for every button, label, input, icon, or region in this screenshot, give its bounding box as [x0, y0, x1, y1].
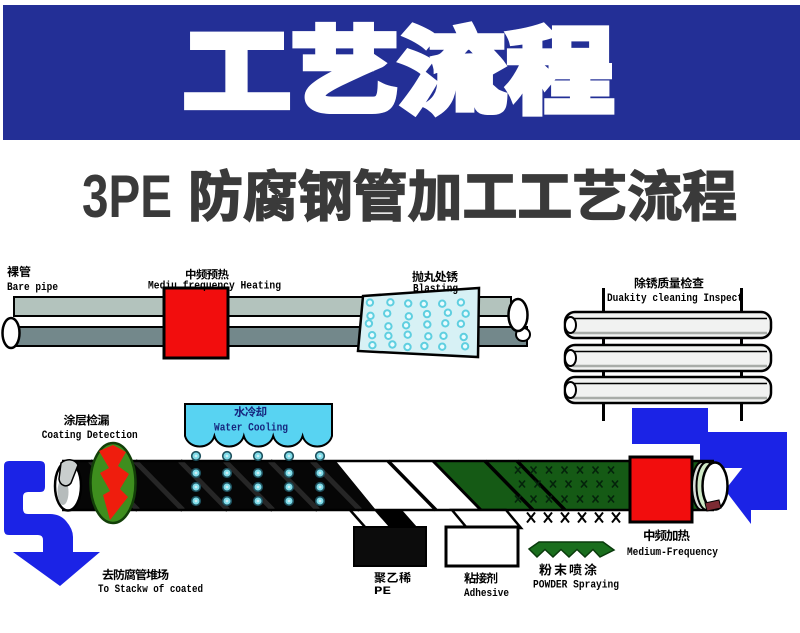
svg-text:To Stackw of coated: To Stackw of coated	[98, 584, 203, 596]
svg-text:中频预热: 中频预热	[185, 267, 230, 283]
svg-text:Duakity cleaning Inspect: Duakity cleaning Inspect	[607, 293, 743, 305]
svg-text:Bare pipe: Bare pipe	[7, 282, 58, 294]
svg-text:粉末喷涂: 粉末喷涂	[539, 560, 597, 579]
svg-text:中频加热: 中频加热	[643, 525, 690, 544]
svg-text:抛丸处锈: 抛丸处锈	[412, 268, 458, 285]
svg-text:裸管: 裸管	[7, 263, 31, 280]
svg-text:去防腐管堆场: 去防腐管堆场	[102, 566, 169, 583]
svg-text:Medium-Frequency: Medium-Frequency	[627, 547, 718, 559]
svg-text:Water Cooling: Water Cooling	[214, 423, 288, 435]
svg-text:防腐钢管加工工艺流程: 防腐钢管加工工艺流程	[188, 152, 737, 232]
svg-text:除锈质量检查: 除锈质量检查	[634, 275, 704, 292]
svg-text:水冷却: 水冷却	[234, 404, 267, 420]
svg-text:POWDER Spraying: POWDER Spraying	[533, 580, 619, 592]
svg-text:Adhesive: Adhesive	[464, 588, 509, 600]
svg-text:Coating Detection: Coating Detection	[42, 430, 138, 442]
svg-text:粘接剂: 粘接剂	[464, 570, 498, 587]
svg-text:Mediu frequency Heating: Mediu frequency Heating	[148, 281, 281, 293]
svg-text:工艺流程: 工艺流程	[183, 0, 614, 133]
svg-text:Blasting: Blasting	[413, 284, 458, 296]
svg-text:PE: PE	[374, 586, 392, 598]
svg-text:3PE: 3PE	[82, 163, 172, 230]
svg-text:涂层检漏: 涂层检漏	[64, 412, 110, 429]
svg-text:聚乙稀: 聚乙稀	[374, 569, 411, 586]
